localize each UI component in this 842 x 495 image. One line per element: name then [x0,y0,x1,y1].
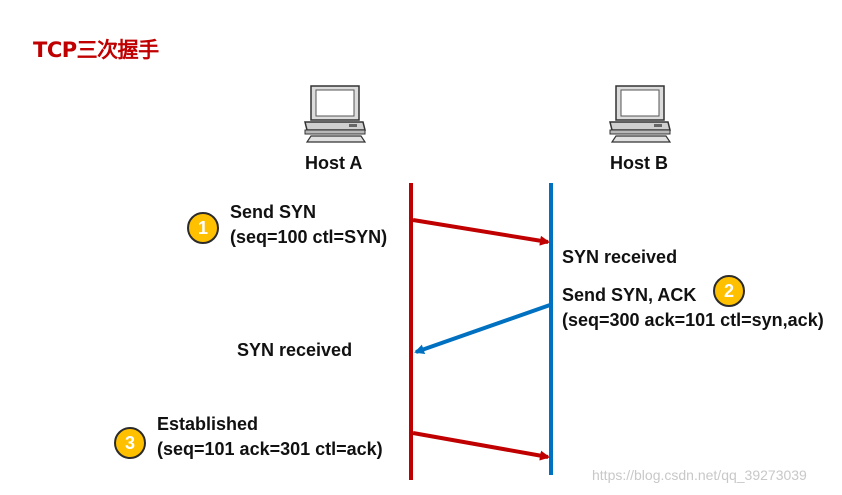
host-b-label: Host B [610,153,668,173]
host-b-computer-icon [609,85,672,143]
page-title: TCP三次握手 [33,38,159,62]
host-b-syn-received: SYN received [562,247,678,267]
step-2-title: Send SYN, ACK [562,285,697,305]
step-1-text: Send SYN (seq=100 ctl=SYN) [230,200,387,250]
step-2-params: (seq=300 ack=101 ctl=syn,ack) [562,310,824,330]
step-3-badge: 3 [114,427,146,459]
step-3-title: Established [157,414,259,434]
step-2-text: Send SYN, ACK (seq=300 ack=101 ctl=syn,a… [562,283,824,333]
host-a-syn-received: SYN received [237,340,353,360]
step-3-params: (seq=101 ack=301 ctl=ack) [157,439,383,459]
watermark: https://blog.csdn.net/qq_39273039 [592,467,807,483]
ack-arrow [412,431,550,461]
host-a-computer-icon [304,85,367,143]
host-a-label: Host A [305,153,363,173]
step-1-badge: 1 [187,212,219,244]
step-3-text: Established (seq=101 ack=301 ctl=ack) [157,412,383,462]
syn-ack-arrow [414,303,551,355]
step-1-params: (seq=100 ctl=SYN) [230,227,388,247]
syn-arrow [412,218,550,246]
step-1-title: Send SYN [230,202,317,222]
step-2-badge: 2 [713,275,745,307]
